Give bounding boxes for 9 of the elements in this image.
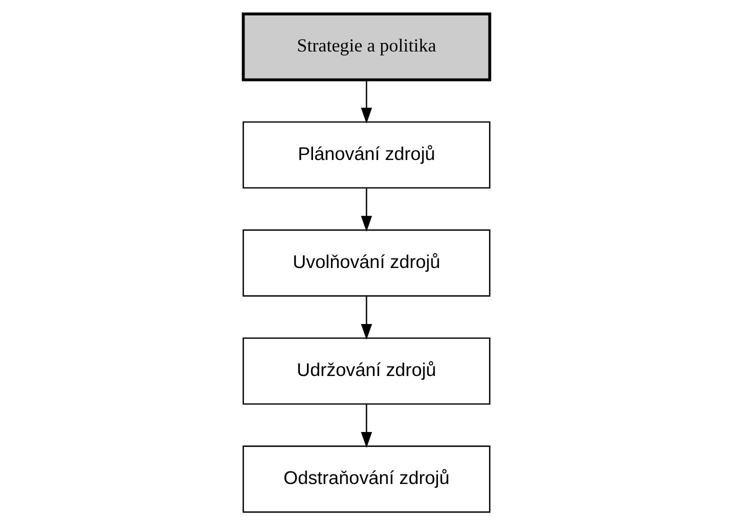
node-box: Plánování zdrojů: [242, 121, 490, 189]
arrow: [360, 296, 372, 340]
arrow: [360, 188, 372, 232]
node-box: Udržování zdrojů: [242, 337, 490, 405]
node-box: Uvolňování zdrojů: [242, 229, 490, 297]
node-box: Odstraňování zdrojů: [242, 446, 490, 513]
arrow: [360, 404, 372, 448]
node-box: Strategie a politika: [241, 12, 491, 82]
arrow: [360, 80, 372, 124]
